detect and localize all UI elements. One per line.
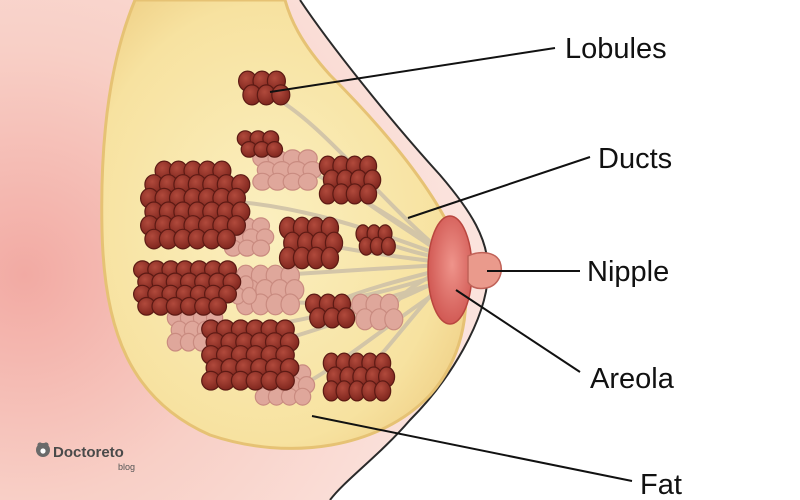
lobule-dark-8 bbox=[201, 319, 300, 391]
lobule-dark-9 bbox=[322, 352, 396, 402]
label-ducts: Ducts bbox=[598, 143, 672, 175]
lobule-dark-3 bbox=[318, 155, 382, 205]
label-lobules: Lobules bbox=[565, 33, 667, 65]
leader-lobules bbox=[269, 47, 556, 93]
doctoreto-logo-icon bbox=[36, 442, 50, 457]
lobule-light-4 bbox=[351, 293, 404, 331]
watermark-name: Doctoreto bbox=[53, 444, 124, 461]
lobule-dark-2 bbox=[140, 160, 251, 250]
lobule-dark-4 bbox=[278, 216, 344, 270]
label-areola: Areola bbox=[590, 363, 675, 395]
lobule-dark-7 bbox=[304, 293, 356, 329]
lobule-dark-6 bbox=[132, 260, 242, 316]
lobule-dark-5 bbox=[355, 224, 396, 256]
nipple bbox=[467, 251, 502, 290]
lobules-dark bbox=[132, 70, 396, 402]
lobule-dark-1 bbox=[236, 130, 284, 158]
leader-fat bbox=[311, 415, 633, 482]
watermark-sub: blog bbox=[118, 462, 135, 472]
leader-areola bbox=[455, 289, 581, 373]
leader-ducts bbox=[407, 156, 591, 219]
areola bbox=[427, 215, 473, 325]
doctoreto-watermark: Doctoreto blog bbox=[36, 442, 135, 472]
lobule-dark-0 bbox=[238, 70, 291, 106]
label-nipple: Nipple bbox=[587, 256, 669, 288]
label-fat: Fat bbox=[640, 469, 682, 500]
